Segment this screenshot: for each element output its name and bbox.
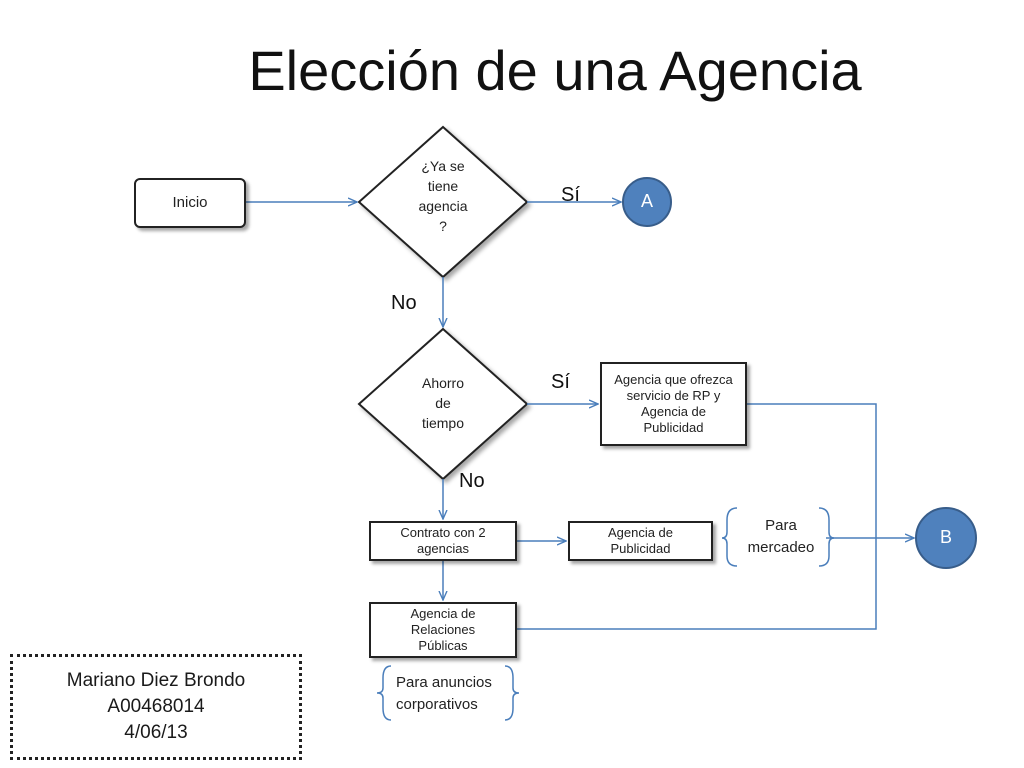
brace-left-mercadeo — [721, 507, 738, 567]
author-info-box: Mariano Diez Brondo A00468014 4/06/13 — [10, 654, 302, 760]
node-ya-se-tiene-agencia: ¿Ya se tiene agencia ? — [418, 158, 468, 234]
note-para-mercadeo: Para mercadeo — [747, 517, 815, 556]
node-agencia-rp-y-publicidad: Agencia que ofrezca servicio de RP y Age… — [600, 362, 747, 446]
edge-label-no-1: No — [391, 292, 417, 314]
line-agencia-rp-to-b — [517, 538, 877, 630]
edge-label-si-1: Sí — [561, 184, 580, 206]
edge-label-no-2: No — [459, 470, 485, 492]
brace-right-mercadeo — [818, 507, 835, 567]
connector-a-circle — [622, 177, 672, 227]
brace-left-anuncios — [376, 665, 392, 721]
node-agencia-de-publicidad: Agencia de Publicidad — [568, 521, 713, 561]
node-connector-b: B — [939, 527, 952, 547]
line-agencia-rp-pub-to-b — [747, 403, 877, 538]
node-contrato-2-agencias: Contrato con 2 agencias — [369, 521, 517, 561]
page-title: Elección de una Agencia — [248, 39, 862, 102]
note-para-anuncios-corporativos: Para anuncios corporativos — [396, 674, 492, 713]
node-inicio: Inicio — [134, 178, 246, 228]
author-name: Mariano Diez Brondo — [66, 670, 246, 691]
node-ahorro-de-tiempo: Ahorro de tiempo — [421, 375, 465, 431]
node-agencia-relaciones-publicas: Agencia de Relaciones Públicas — [369, 602, 517, 658]
brace-right-anuncios — [504, 665, 520, 721]
author-date: 4/06/13 — [124, 722, 188, 743]
connector-b-circle — [915, 507, 977, 569]
edge-label-si-2: Sí — [551, 371, 570, 393]
author-id: A00468014 — [107, 696, 205, 717]
node-connector-a: A — [640, 191, 653, 211]
